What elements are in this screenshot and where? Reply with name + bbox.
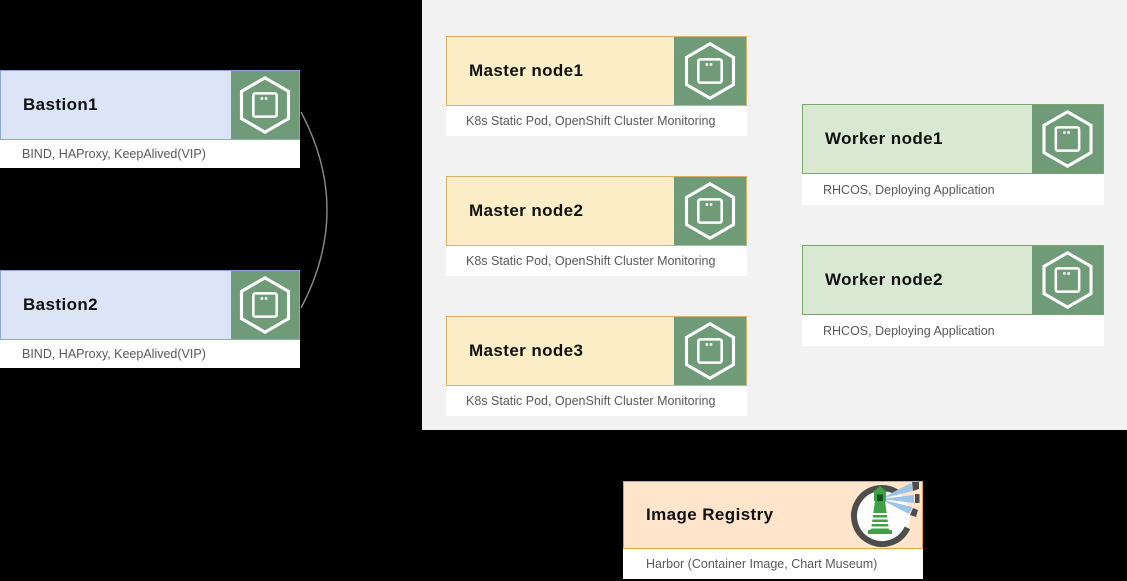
node-subtitle: K8s Static Pod, OpenShift Cluster Monito… <box>466 394 716 408</box>
node-worker1: Worker node1 RHCOS, Deploying Applicatio… <box>802 104 1104 205</box>
hexagon-server-icon <box>674 317 746 385</box>
hexagon-server-icon <box>674 37 746 105</box>
node-title: Bastion2 <box>23 295 98 314</box>
node-subtitle: RHCOS, Deploying Application <box>823 323 995 338</box>
node-box: Worker node2 <box>802 245 1104 315</box>
node-title: Master node1 <box>469 61 584 80</box>
node-box: Bastion2 <box>0 270 300 340</box>
node-title: Master node3 <box>469 341 584 360</box>
hexagon-server-icon <box>231 71 299 139</box>
node-box: Bastion1 <box>0 70 300 140</box>
node-subtitle: Harbor (Container Image, Chart Museum) <box>646 557 878 571</box>
node-subtitle-strip: Harbor (Container Image, Chart Museum) <box>623 549 923 579</box>
node-subtitle-strip: RHCOS, Deploying Application <box>802 174 1104 205</box>
node-worker2: Worker node2 RHCOS, Deploying Applicatio… <box>802 245 1104 346</box>
node-title: Bastion1 <box>23 95 98 114</box>
node-box: Master node3 <box>446 316 747 386</box>
node-box: Worker node1 <box>802 104 1104 174</box>
hexagon-server-icon <box>231 271 299 339</box>
harbor-lighthouse-logo-icon <box>848 482 920 548</box>
node-subtitle-strip: BIND, HAProxy, KeepAlived(VIP) <box>0 340 300 368</box>
node-master1: Master node1 K8s Static Pod, OpenShift C… <box>446 36 747 136</box>
node-subtitle: BIND, HAProxy, KeepAlived(VIP) <box>22 347 206 361</box>
node-subtitle: RHCOS, Deploying Application <box>823 182 995 197</box>
node-subtitle: BIND, HAProxy, KeepAlived(VIP) <box>22 147 206 161</box>
node-box: Master node2 <box>446 176 747 246</box>
node-master3: Master node3 K8s Static Pod, OpenShift C… <box>446 316 747 416</box>
hexagon-server-icon <box>1032 246 1103 314</box>
node-box: Master node1 <box>446 36 747 106</box>
node-subtitle-strip: BIND, HAProxy, KeepAlived(VIP) <box>0 140 300 168</box>
node-subtitle-strip: RHCOS, Deploying Application <box>802 315 1104 346</box>
node-title: Worker node1 <box>825 129 943 148</box>
node-subtitle: K8s Static Pod, OpenShift Cluster Monito… <box>466 114 716 128</box>
node-title: Worker node2 <box>825 270 943 289</box>
hexagon-server-icon <box>674 177 746 245</box>
node-image-registry: Image Registry <box>623 481 923 579</box>
node-master2: Master node2 K8s Static Pod, OpenShift C… <box>446 176 747 276</box>
node-bastion2: Bastion2 BIND, HAProxy, KeepAlived(VIP) <box>0 270 300 368</box>
node-box: Image Registry <box>623 481 923 549</box>
node-subtitle: K8s Static Pod, OpenShift Cluster Monito… <box>466 254 716 268</box>
hexagon-server-icon <box>1032 105 1103 173</box>
node-subtitle-strip: K8s Static Pod, OpenShift Cluster Monito… <box>446 106 747 136</box>
node-bastion1: Bastion1 BIND, HAProxy, KeepAlived(VIP) <box>0 70 300 168</box>
node-title: Master node2 <box>469 201 584 220</box>
node-subtitle-strip: K8s Static Pod, OpenShift Cluster Monito… <box>446 246 747 276</box>
node-subtitle-strip: K8s Static Pod, OpenShift Cluster Monito… <box>446 386 747 416</box>
node-title: Image Registry <box>646 505 774 524</box>
